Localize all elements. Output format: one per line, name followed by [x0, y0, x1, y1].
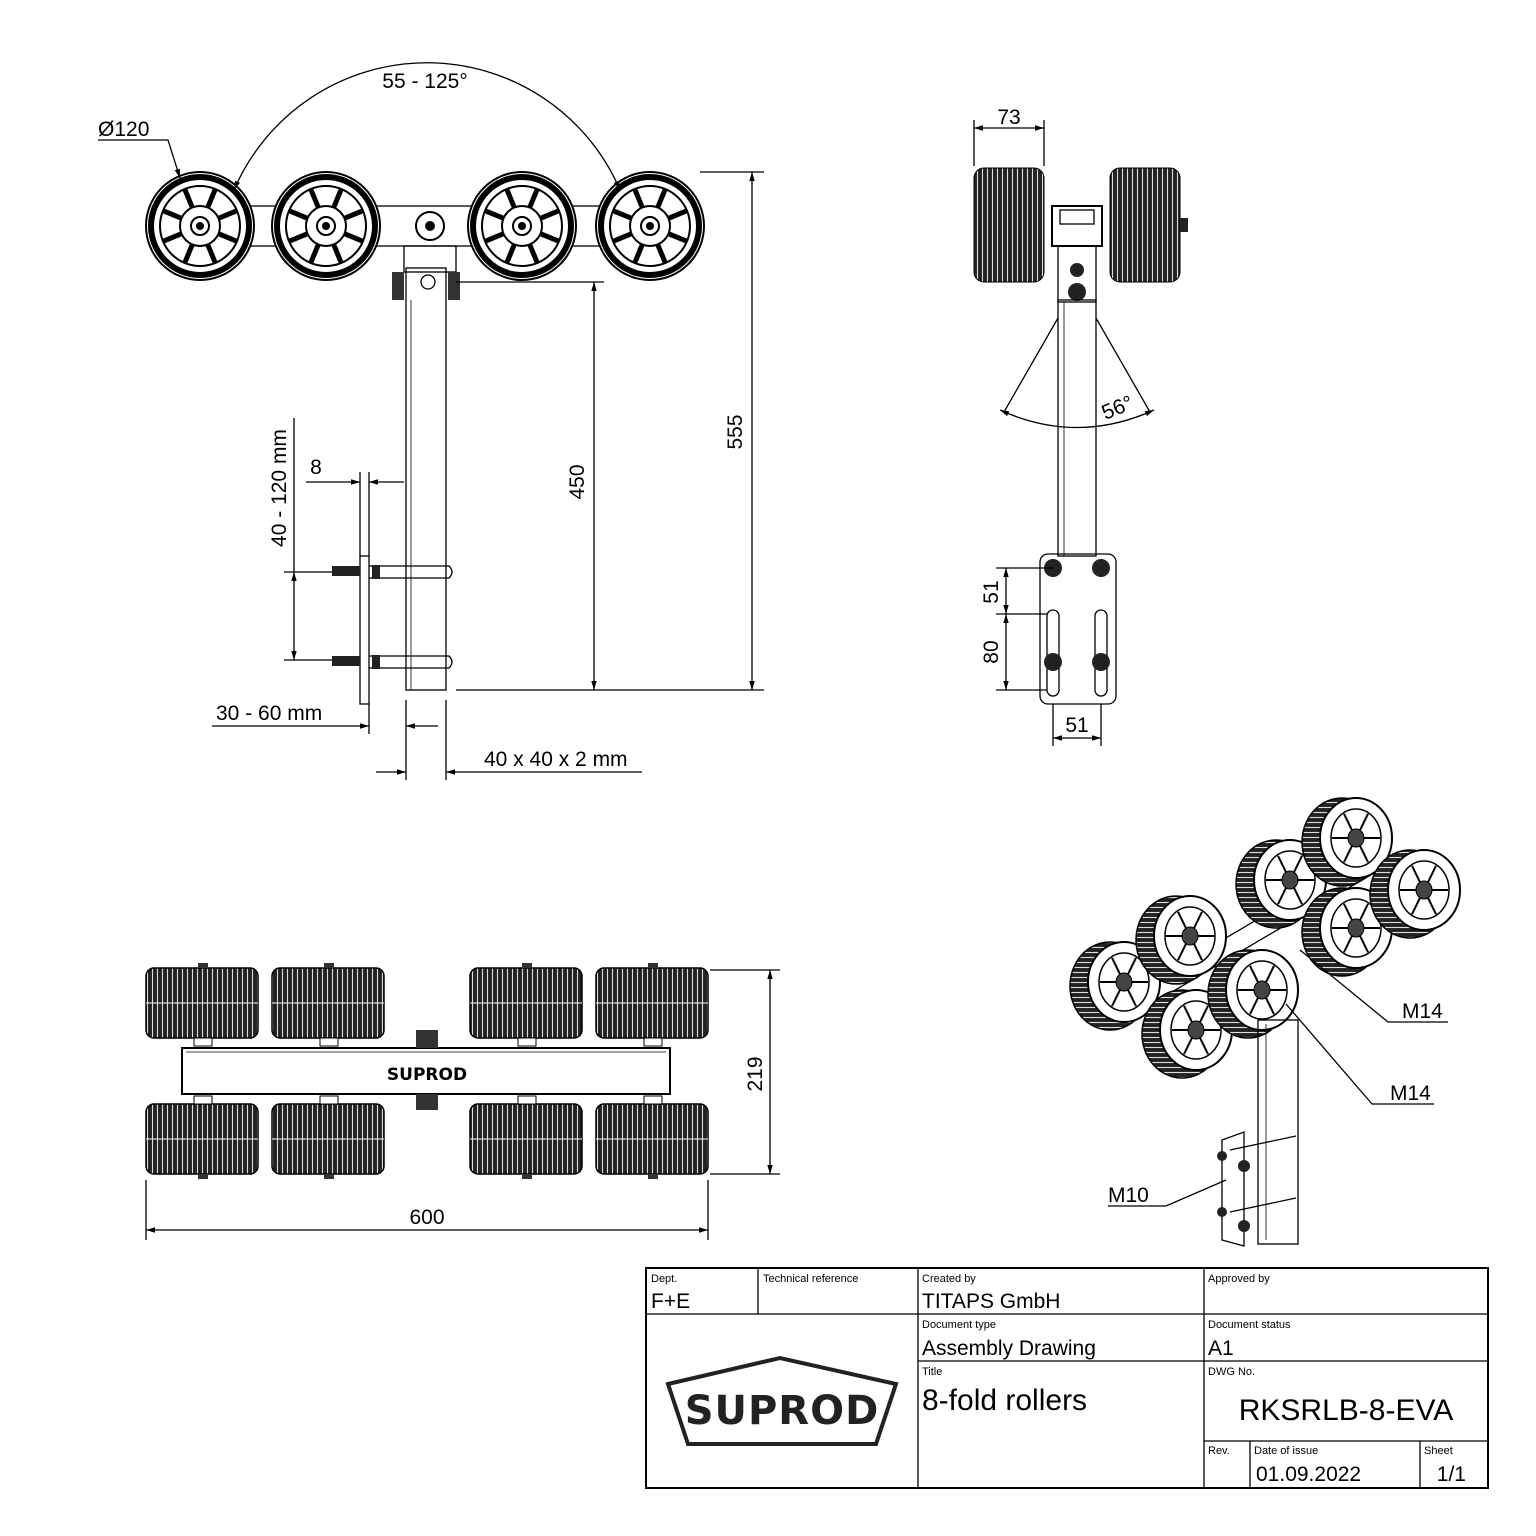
post-head — [403, 245, 457, 273]
tech-ref-label: Technical reference — [763, 1273, 858, 1285]
mount-hole — [1092, 559, 1110, 577]
dept-value: F+E — [651, 1290, 690, 1313]
top-roller — [469, 1095, 583, 1179]
approved-by-label: Approved by — [1208, 1273, 1270, 1285]
diameter-leader — [98, 139, 181, 179]
iso-roller — [1369, 849, 1461, 939]
callout-leader — [1299, 949, 1448, 1023]
callout-bolt-clamp: M10 — [1108, 1184, 1149, 1207]
date-label: Date of issue — [1254, 1445, 1318, 1457]
top-rollers — [145, 963, 709, 1179]
top-roller — [271, 963, 385, 1047]
callout-leader — [1285, 1003, 1434, 1105]
iso-roller — [1301, 797, 1393, 887]
angle-dimension-arc — [233, 62, 621, 191]
sheet-label: Sheet — [1424, 1445, 1453, 1457]
roller-width-label: 73 — [997, 106, 1020, 129]
crossbar-brand: SUPROD — [387, 1065, 467, 1085]
clamp-nut-upper — [332, 566, 360, 576]
doc-status-label: Document status — [1208, 1319, 1291, 1331]
front-wheels — [145, 171, 705, 281]
clamp-range-label: 40 - 120 mm — [268, 429, 291, 547]
mount-slot-left — [1046, 609, 1060, 697]
callout-leader — [1108, 1179, 1227, 1207]
wheel-diameter-label: Ø120 — [98, 118, 149, 141]
date-value: 01.09.2022 — [1256, 1463, 1361, 1486]
tube-profile-label: 40 x 40 x 2 mm — [484, 748, 628, 771]
top-roller — [469, 963, 583, 1047]
plate-thickness-label: 8 — [310, 456, 322, 479]
u-bolt-lower — [369, 655, 453, 669]
tilt-angle-arc — [999, 409, 1155, 429]
hole-spacing-v1-label: 51 — [980, 580, 1003, 603]
height-post-label: 450 — [566, 464, 589, 499]
title-value: 8-fold rollers — [922, 1384, 1087, 1417]
svg-text:SUPROD: SUPROD — [685, 1388, 880, 1434]
iso-clamp-plate — [1221, 1131, 1245, 1247]
title-block: Dept. F+E Technical reference Created by… — [645, 1267, 1489, 1489]
front-wheel — [595, 171, 705, 281]
overall-width-label: 600 — [409, 1206, 444, 1229]
front-wheel — [467, 171, 577, 281]
callout-bolt-mid: M14 — [1390, 1082, 1431, 1105]
top-roller — [145, 1095, 259, 1179]
iso-post — [1257, 1019, 1299, 1245]
iso-roller — [1207, 949, 1299, 1039]
center-hub-bolt — [425, 221, 435, 231]
hole-spacing-v2-label: 80 — [980, 640, 1003, 663]
title-label: Title — [922, 1366, 942, 1378]
post-clamp-left — [392, 272, 404, 300]
post-clamp-right — [448, 272, 460, 300]
front-wheel — [271, 171, 381, 281]
center-hub — [415, 211, 445, 241]
mount-slot-right — [1094, 609, 1108, 697]
height-total-label: 555 — [724, 414, 747, 449]
side-roller-right — [1109, 167, 1181, 283]
mount-plate — [1039, 553, 1117, 705]
sheet-value: 1/1 — [1437, 1463, 1466, 1486]
callout-bolt-upper: M14 — [1402, 1000, 1443, 1023]
created-by-value: TITAPS GmbH — [922, 1290, 1060, 1313]
top-roller — [271, 1095, 385, 1179]
post-pin — [420, 274, 436, 290]
dwg-no-value: RKSRLB-8-EVA — [1239, 1394, 1454, 1427]
created-by-label: Created by — [922, 1273, 976, 1285]
overall-depth-label: 219 — [744, 1056, 767, 1091]
side-view: 73 56° 51 80 51 — [973, 106, 1188, 746]
side-post — [1057, 299, 1097, 557]
doc-type-value: Assembly Drawing — [922, 1337, 1096, 1360]
side-roller-left — [973, 167, 1045, 283]
top-roller — [595, 1095, 709, 1179]
front-view: 55 - 125° Ø120 555 450 40 - 120 mm 8 30 … — [98, 62, 764, 780]
iso-roller — [1141, 989, 1233, 1079]
dept-label: Dept. — [651, 1273, 677, 1285]
top-roller — [145, 963, 259, 1047]
offset-range-label: 30 - 60 mm — [216, 702, 322, 725]
iso-roller — [1135, 895, 1227, 985]
clamp-nut-lower — [332, 656, 360, 666]
doc-status-value: A1 — [1208, 1337, 1234, 1360]
dwg-no-label: DWG No. — [1208, 1366, 1255, 1378]
clamp-plate — [359, 555, 370, 705]
vertical-post — [405, 267, 447, 691]
front-wheel — [145, 171, 255, 281]
top-roller — [595, 963, 709, 1047]
isometric-view: M14 M14 M10 — [1069, 797, 1461, 1247]
hole-spacing-h-label: 51 — [1065, 714, 1088, 737]
rev-label: Rev. — [1208, 1445, 1230, 1457]
top-view: SUPROD 219 600 — [145, 963, 780, 1240]
company-logo: SUPROD — [665, 1355, 899, 1446]
doc-type-label: Document type — [922, 1319, 996, 1331]
u-bolt-upper — [369, 565, 453, 579]
angle-range-label: 55 - 125° — [382, 70, 467, 93]
iso-rollers — [1069, 797, 1461, 1079]
